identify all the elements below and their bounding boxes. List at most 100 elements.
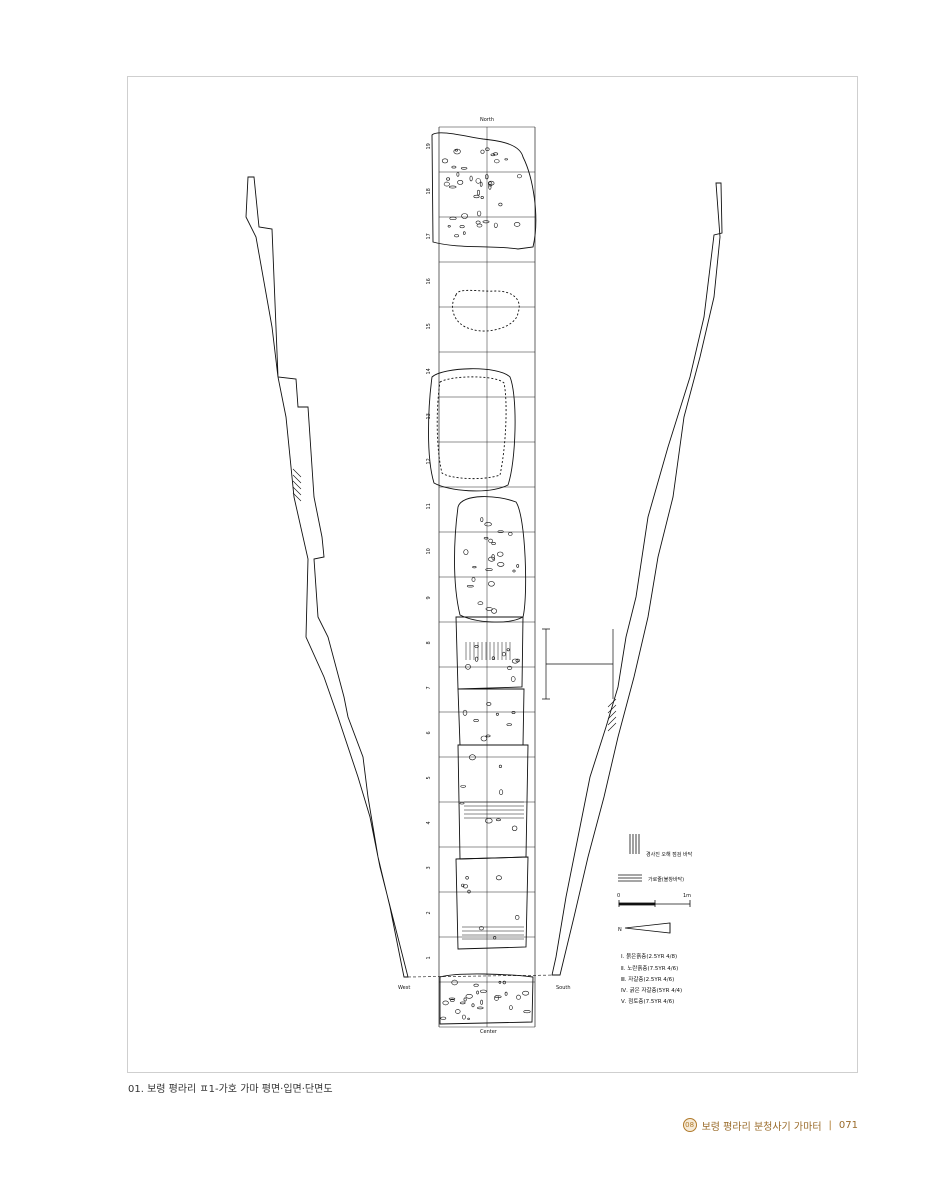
stone bbox=[516, 174, 522, 179]
stone bbox=[522, 990, 530, 996]
stone bbox=[493, 935, 497, 940]
stone bbox=[479, 181, 483, 187]
stone bbox=[516, 564, 520, 568]
stone bbox=[480, 999, 483, 1005]
stone bbox=[498, 980, 502, 984]
stone bbox=[488, 538, 493, 543]
right-elevation-hatch bbox=[607, 698, 617, 732]
stone bbox=[463, 997, 467, 1002]
stone bbox=[497, 551, 504, 557]
stone bbox=[508, 531, 513, 536]
stone bbox=[473, 718, 479, 722]
stone bbox=[469, 175, 473, 182]
stone bbox=[504, 158, 508, 161]
stone bbox=[495, 818, 501, 822]
stone bbox=[461, 1014, 466, 1020]
stone bbox=[495, 875, 502, 881]
stone bbox=[472, 566, 477, 569]
base-line bbox=[407, 974, 559, 978]
stone bbox=[511, 710, 516, 714]
stone bbox=[480, 517, 484, 522]
stone bbox=[476, 223, 483, 228]
stone bbox=[516, 994, 521, 1000]
stone bbox=[504, 991, 508, 996]
stone bbox=[457, 180, 464, 185]
section-marker bbox=[542, 628, 614, 700]
stone bbox=[523, 1010, 531, 1014]
stone bbox=[471, 577, 476, 582]
stone bbox=[474, 645, 479, 648]
bottom-label-right: South bbox=[556, 985, 571, 991]
stone bbox=[506, 723, 512, 726]
grid-number: 15 bbox=[426, 323, 432, 329]
grid-number: 5 bbox=[426, 776, 432, 779]
stone bbox=[497, 530, 504, 534]
layer-legend-item: Ⅱ. 노란흙층(7.5YR 4/6) bbox=[621, 964, 678, 972]
stone bbox=[465, 876, 469, 880]
legend-hatch-label-1: 경사진 오해 점검 바닥 bbox=[646, 851, 693, 858]
plan-stones bbox=[440, 147, 531, 1021]
stone bbox=[495, 712, 499, 716]
layer-legend-item: Ⅲ. 자갈층(2.5YR 4/6) bbox=[621, 975, 674, 983]
stone bbox=[494, 159, 500, 164]
page-number: 071 bbox=[838, 1119, 858, 1131]
stone bbox=[512, 569, 516, 573]
grid-number: 7 bbox=[426, 686, 432, 689]
stone bbox=[498, 202, 503, 207]
stone bbox=[488, 183, 492, 190]
stone bbox=[454, 149, 458, 152]
stone bbox=[480, 196, 484, 200]
stone bbox=[485, 817, 493, 824]
stone bbox=[473, 983, 479, 987]
stone bbox=[497, 562, 505, 567]
stone bbox=[478, 926, 484, 931]
stone bbox=[485, 147, 490, 151]
stone bbox=[454, 234, 459, 238]
stone bbox=[467, 889, 471, 894]
stone bbox=[467, 1017, 470, 1021]
stone bbox=[443, 181, 450, 187]
legend-hatch-label-2: 가로줄(불창바닥) bbox=[648, 876, 684, 883]
stone bbox=[501, 651, 506, 657]
page-footer: 08 보령 평라리 분청사기 가마터 | 071 bbox=[682, 1117, 858, 1133]
stone bbox=[449, 998, 455, 1002]
stone bbox=[511, 658, 519, 664]
figure-caption: 01. 보령 평라리 ㅍ1-가호 가마 평면·입면·단면도 bbox=[128, 1084, 333, 1095]
grid-number: 2 bbox=[426, 911, 432, 914]
grid-number: 1 bbox=[426, 956, 432, 959]
stone bbox=[511, 825, 518, 831]
plan-hatching bbox=[462, 642, 524, 940]
stone bbox=[491, 541, 496, 545]
stone bbox=[491, 656, 496, 661]
stone bbox=[475, 656, 479, 662]
grid-number: 12 bbox=[426, 458, 432, 464]
stone bbox=[471, 1003, 475, 1008]
stone bbox=[480, 149, 485, 154]
bottom-label-center: Center bbox=[480, 1029, 498, 1035]
stone bbox=[449, 185, 457, 189]
grid-number: 3 bbox=[426, 866, 432, 869]
stone bbox=[461, 883, 465, 888]
layer-legend: Ⅰ. 붉은흙층(2.5YR 4/8) Ⅱ. 노란흙층(7.5YR 4/6) Ⅲ.… bbox=[621, 952, 682, 1005]
stone bbox=[455, 1009, 461, 1014]
grid-number: 17 bbox=[426, 233, 432, 239]
north-arrow-icon bbox=[624, 922, 671, 934]
stone bbox=[498, 764, 502, 769]
legend-hatch-horizontal bbox=[618, 874, 642, 882]
stone bbox=[442, 1000, 449, 1006]
stone bbox=[462, 709, 468, 716]
top-label: North bbox=[480, 117, 494, 123]
stone bbox=[483, 537, 489, 540]
scale-end: 1m bbox=[683, 893, 691, 899]
legend-hatch-vertical bbox=[629, 834, 640, 854]
grid-number: 16 bbox=[426, 278, 432, 284]
stone bbox=[449, 216, 457, 220]
stone bbox=[485, 174, 489, 180]
scale-start: 0 bbox=[617, 893, 620, 899]
stone bbox=[477, 210, 482, 217]
scale-bar bbox=[618, 900, 691, 907]
stone bbox=[451, 165, 457, 169]
right-elevation bbox=[551, 182, 723, 976]
stone bbox=[475, 178, 481, 184]
